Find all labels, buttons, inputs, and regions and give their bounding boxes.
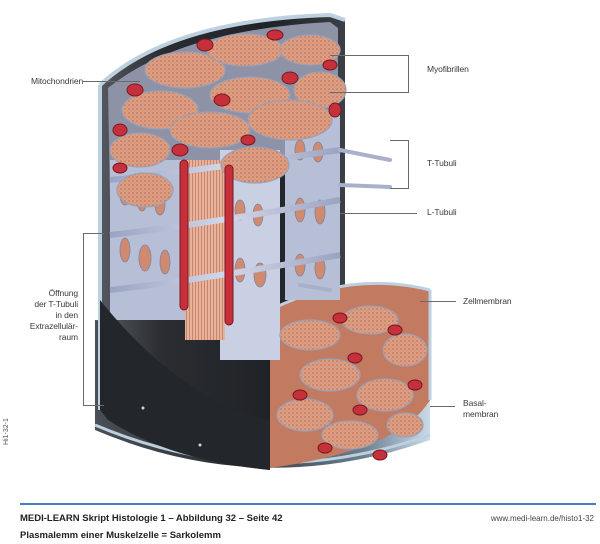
bracket-t-tubule-opening xyxy=(83,233,104,406)
label-t-tubule-opening: Öffnung der T-Tubuli in den Extrazellulä… xyxy=(29,288,78,342)
leader-mitochondria xyxy=(83,81,140,82)
label-t-tubules: T-Tubuli xyxy=(427,158,457,168)
muscle-cell-figure: Mitochondrien Myofibrillen T-Tubuli L-Tu… xyxy=(3,12,512,470)
bracket-myofibrils xyxy=(330,55,409,93)
label-mitochondria: Mitochondrien xyxy=(31,76,84,86)
footer-subtitle: Plasmalemm einer Muskelzelle = Sarkolemm xyxy=(20,530,221,541)
label-cell-membrane: Zellmembran xyxy=(463,296,512,306)
label-l-tubules: L-Tubuli xyxy=(427,207,457,217)
figure-code: Hi1-32-1 xyxy=(3,418,10,445)
footer-url-link[interactable]: www.medi-learn.de/histo1-32 xyxy=(490,514,594,523)
bracket-t-tubules xyxy=(390,140,409,189)
leader-cell-membrane xyxy=(420,301,456,302)
t-tubule-stub xyxy=(338,183,392,189)
label-myofibrils: Myofibrillen xyxy=(427,64,469,74)
label-basal-membrane: Basal- membran xyxy=(463,398,499,419)
leader-basal-membrane xyxy=(430,406,455,407)
footer-divider xyxy=(20,503,596,505)
t-tubule-stub xyxy=(298,283,332,292)
footer-title: MEDI-LEARN Skript Histologie 1 – Abbildu… xyxy=(20,513,283,524)
leader-l-tubules xyxy=(340,213,417,214)
muscle-cell-illustration xyxy=(94,12,432,470)
myofibril-striations xyxy=(185,160,225,340)
t-tubule-stub xyxy=(338,148,392,162)
